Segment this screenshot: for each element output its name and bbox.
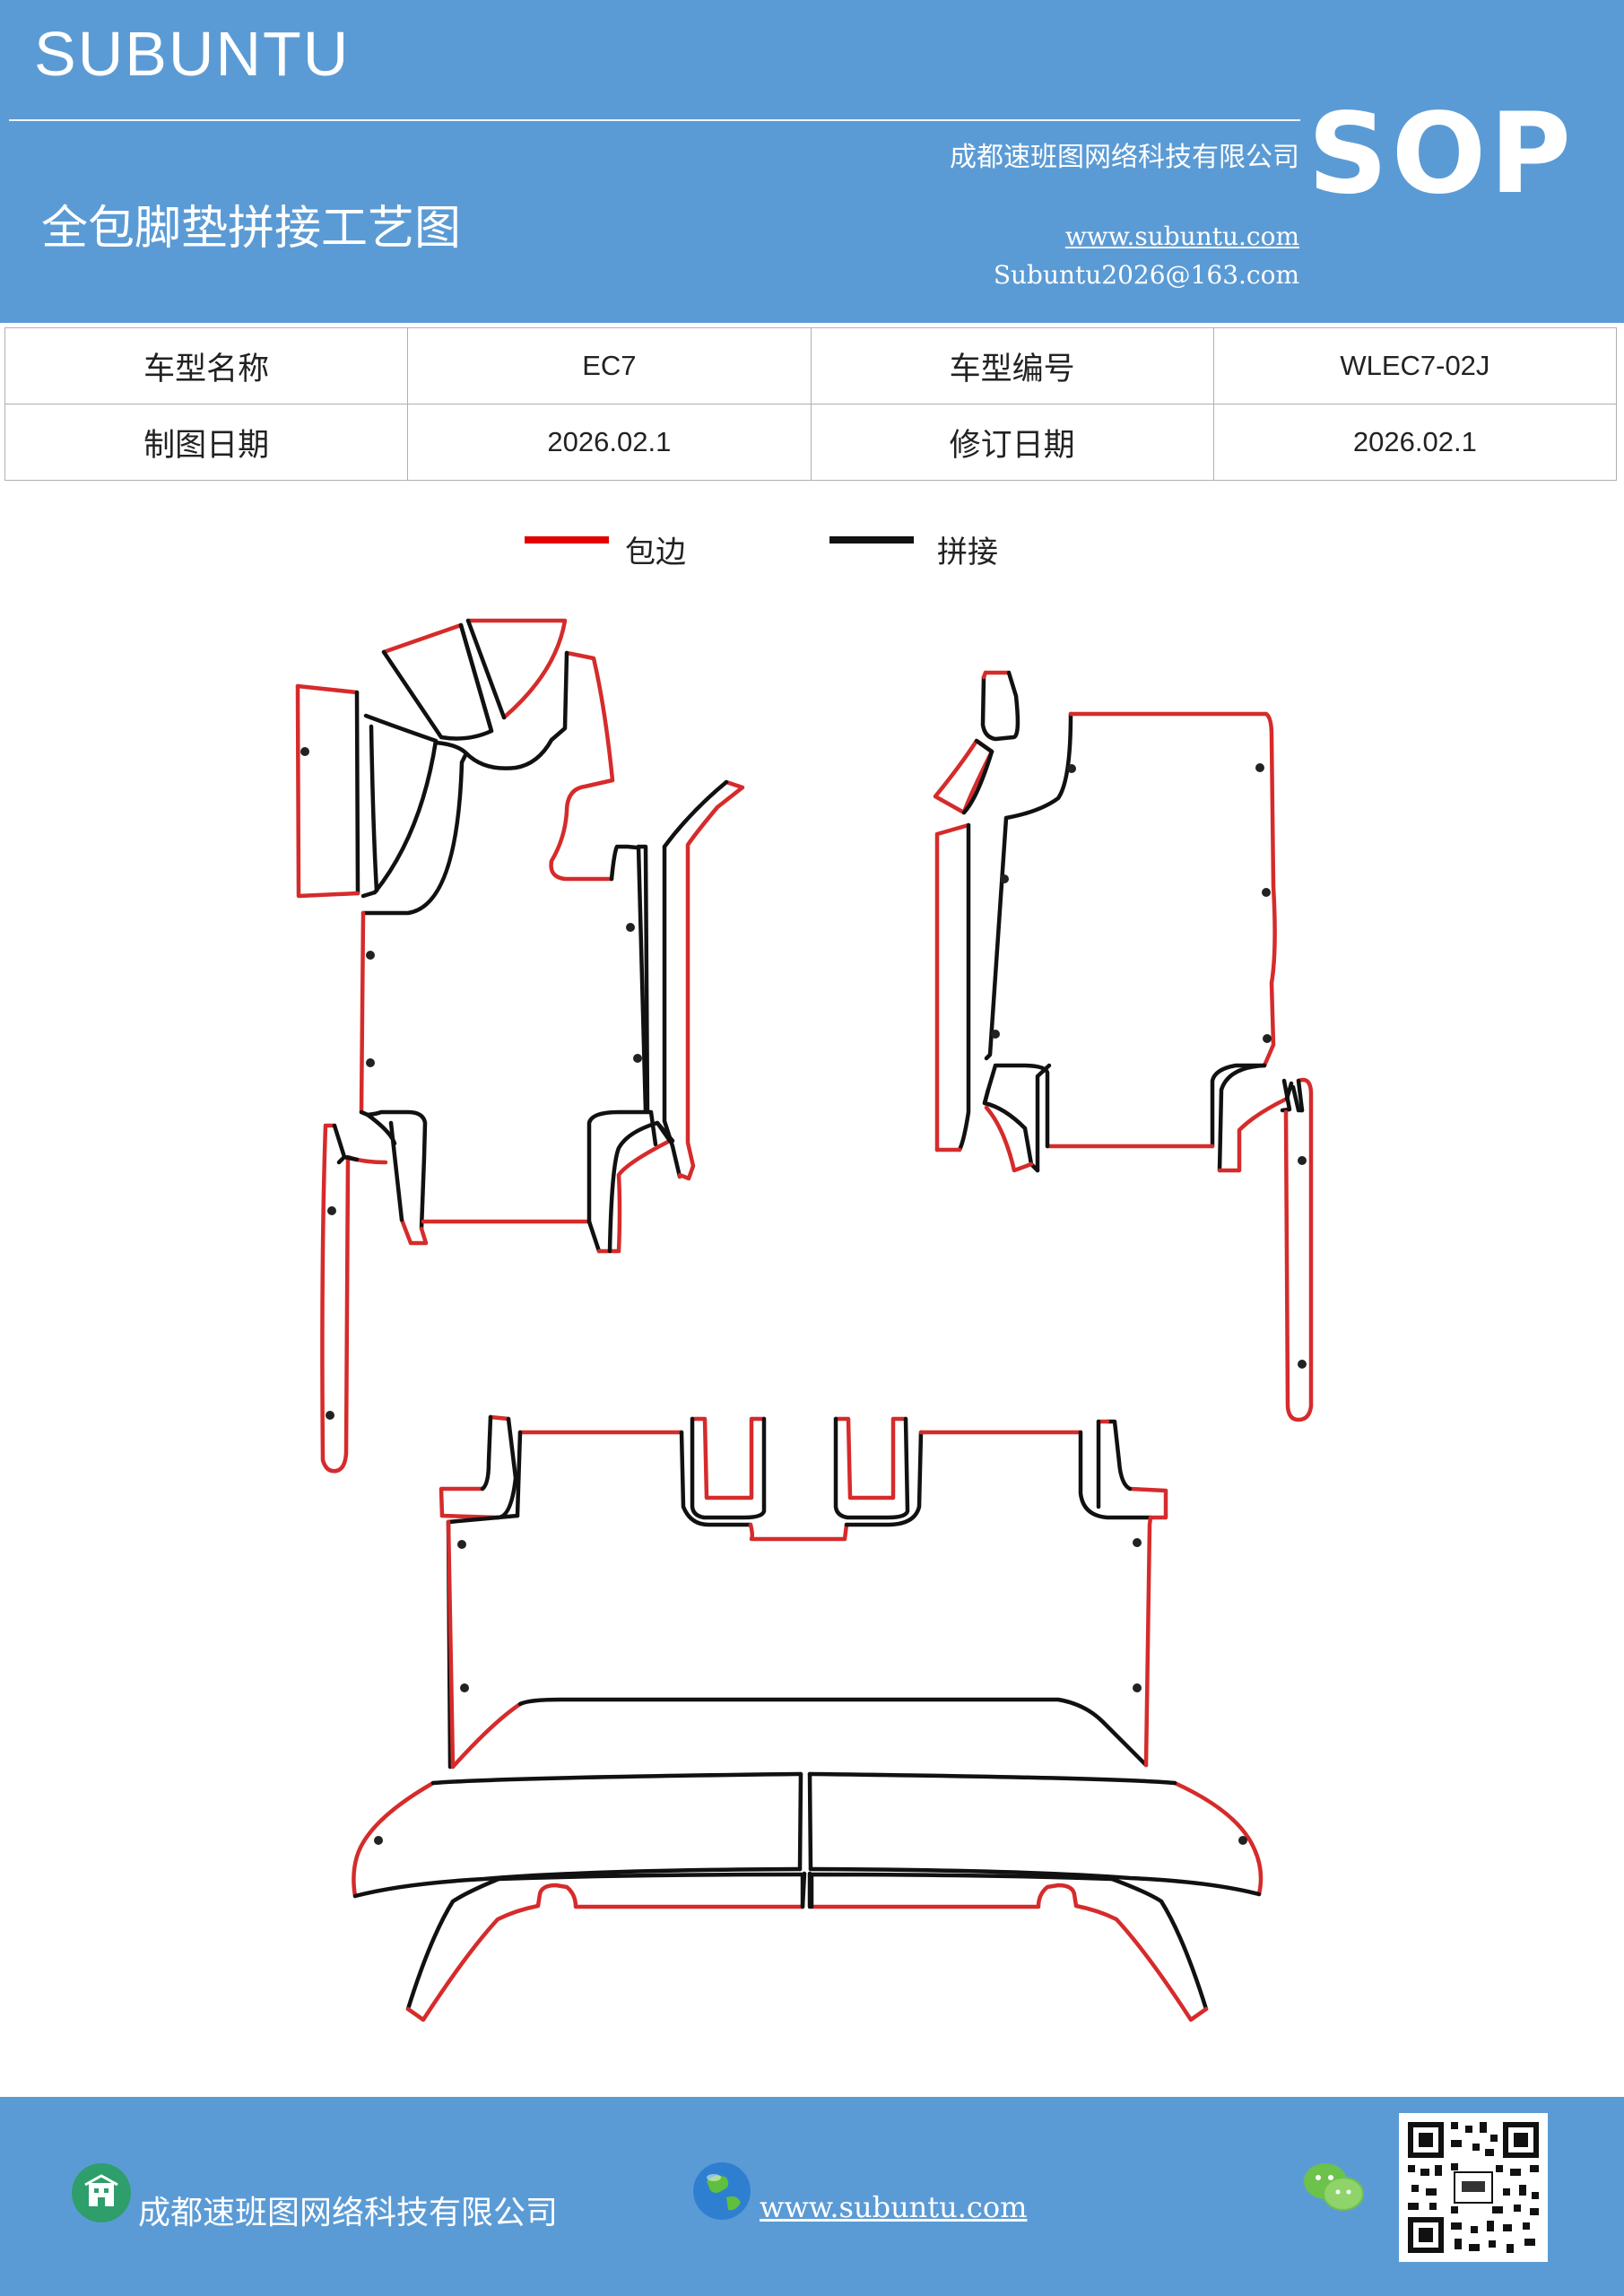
label-draw-date: 制图日期 [4, 404, 409, 481]
legend-swatch-black [829, 536, 914, 544]
third-row-mat [352, 1771, 1264, 2022]
footer-website-link[interactable]: www.subuntu.com [760, 2190, 1028, 2224]
header-email: Subuntu2026@163.com [993, 260, 1299, 290]
value-model-name: EC7 [407, 327, 812, 404]
wechat-icon[interactable] [1302, 2160, 1365, 2215]
header-divider [9, 119, 1300, 121]
legend-label: 包边 [625, 535, 686, 570]
front-left-side-strip [320, 1123, 388, 1474]
value-model-code: WLEC7-02J [1212, 327, 1618, 404]
sop-badge: SOP [1307, 90, 1575, 219]
qr-code-graphic [1408, 2122, 1539, 2253]
legend-swatch-red [525, 536, 609, 544]
footer-banner: 成都速班图网络科技有限公司 www.subuntu.com [0, 2097, 1624, 2296]
footer-company: 成都速班图网络科技有限公司 [138, 2195, 559, 2231]
second-row-mat [439, 1414, 1168, 1770]
header-website-link[interactable]: www.subuntu.com [1064, 222, 1299, 251]
label-revision-date: 修订日期 [810, 404, 1214, 481]
table-row: 车型名称 EC7 车型编号 WLEC7-02J [4, 327, 1618, 404]
qr-code [1399, 2113, 1548, 2262]
vehicle-info-table: 车型名称 EC7 车型编号 WLEC7-02J 制图日期 2026.02.1 修… [4, 327, 1618, 481]
table-row: 制图日期 2026.02.1 修订日期 2026.02.1 [4, 404, 1618, 481]
front-right-mat [933, 670, 1294, 1173]
brand-logo: SUBUNTU [34, 19, 351, 89]
label-model-name: 车型名称 [4, 327, 409, 404]
globe-icon [693, 2162, 751, 2220]
header-banner: SUBUNTU SOP 成都速班图网络科技有限公司 全包脚垫拼接工艺图 www.… [0, 0, 1624, 323]
page-title: 全包脚垫拼接工艺图 [41, 202, 462, 256]
legend-label: 拼接 [937, 535, 998, 570]
value-revision-date: 2026.02.1 [1212, 404, 1618, 481]
label-model-code: 车型编号 [810, 327, 1214, 404]
building-icon [72, 2163, 131, 2222]
front-left-mat [295, 618, 745, 1254]
front-right-side-strip [1280, 1077, 1314, 1422]
header-company: 成都速班图网络科技有限公司 [950, 142, 1299, 173]
value-draw-date: 2026.02.1 [407, 404, 812, 481]
